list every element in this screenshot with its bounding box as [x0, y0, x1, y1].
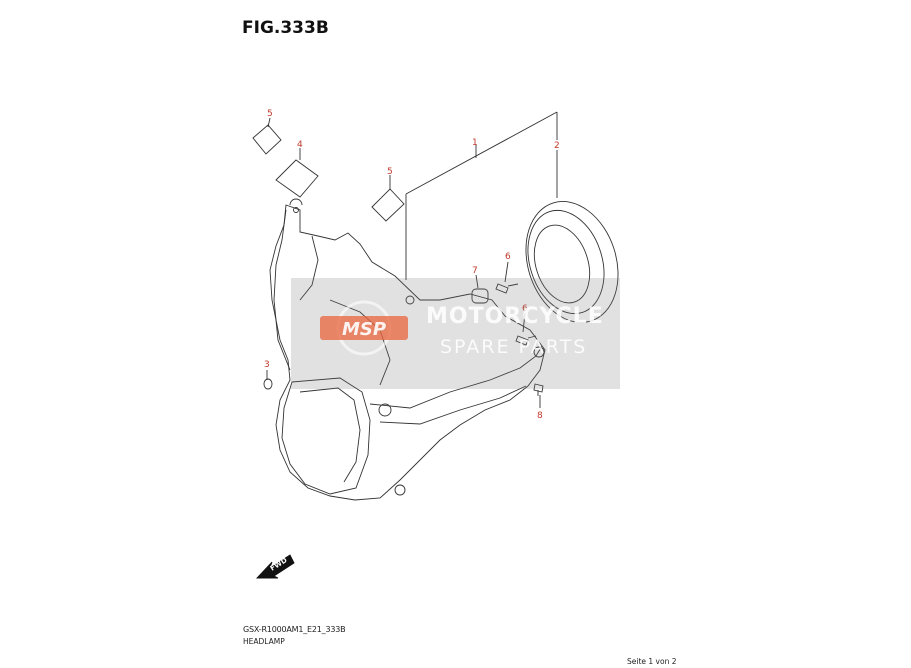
watermark-logo: MSP: [320, 300, 408, 356]
callout-5a: 5: [267, 109, 273, 119]
ring-2-inner: [527, 209, 605, 315]
housing-detail: [299, 235, 319, 301]
sticker-5a: [252, 124, 282, 155]
page-info: Seite 1 von 2: [627, 657, 677, 666]
fwd-arrow-icon: [255, 554, 295, 579]
housing-boss-3: [394, 484, 406, 496]
housing-flange: [273, 209, 291, 371]
bracket-boss: [533, 346, 545, 358]
callout-1: 1: [472, 138, 478, 148]
leader-6a: [504, 261, 509, 283]
ring-2-outer: [525, 201, 619, 323]
callout-2: 2: [554, 141, 560, 151]
lens-inner: [299, 387, 361, 483]
housing-boss-2: [378, 403, 392, 417]
headlamp-lens: [281, 377, 371, 495]
sticker-4: [275, 159, 319, 198]
callout-7: 7: [472, 266, 478, 276]
callout-5b: 5: [387, 167, 393, 177]
housing-boss-1: [405, 295, 415, 305]
mount-tab: [289, 198, 303, 206]
callout-6a: 6: [505, 252, 511, 262]
ring-2-hole: [533, 224, 591, 304]
sticker-5b: [371, 188, 405, 222]
figure-title: FIG.333B: [242, 18, 329, 38]
leader-1-a: [405, 111, 558, 195]
screw-8: [533, 383, 544, 396]
figure-description: HEADLAMP: [243, 637, 285, 646]
callout-8: 8: [537, 411, 543, 421]
watermark-logo-text: MSP: [342, 319, 386, 340]
callout-6b: 6: [522, 304, 528, 314]
mount-hole: [293, 207, 299, 213]
nut-7: [471, 288, 489, 304]
callout-3: 3: [264, 360, 270, 370]
watermark-line1: MOTORCYCLE: [426, 304, 604, 329]
screw-6a: [495, 283, 519, 294]
leader-6b: [522, 312, 526, 333]
bracket-arm-lower: [379, 385, 527, 425]
figure-code: GSX-R1000AM1_E21_333B: [243, 625, 346, 634]
watermark-line2: SPARE PARTS: [440, 336, 588, 358]
leader-7: [475, 274, 479, 289]
callout-4: 4: [297, 140, 303, 150]
headlamp-housing: [269, 204, 546, 501]
grommet-3: [263, 378, 273, 390]
